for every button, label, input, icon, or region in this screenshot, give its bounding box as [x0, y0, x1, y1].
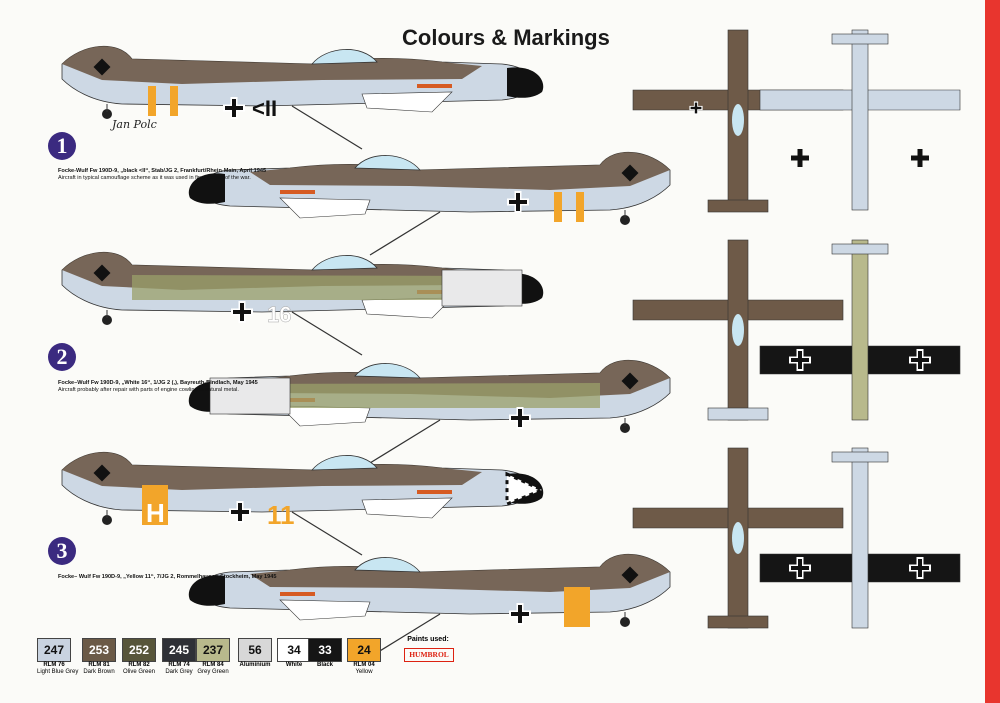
scheme-2-caption: Focke–Wulf Fw 190D-9, „White 16“, 1/JG 2…	[58, 380, 288, 394]
humbrol-logo: HUMBROL	[404, 648, 454, 662]
marking-H: H	[146, 498, 165, 528]
swatch-name: Olive Green	[122, 669, 155, 675]
scheme-number-2: 2	[48, 343, 76, 371]
scheme-3-heading: Focke– Wulf Fw 190D-9, „Yellow 11“, 7/JG…	[58, 574, 277, 580]
scheme-number-1: 1	[48, 132, 76, 160]
scheme-number-3: 3	[48, 537, 76, 565]
signature: Jan Polc	[112, 118, 157, 131]
swatch-chip: 33	[308, 638, 342, 662]
swatch-chip: 56	[238, 638, 272, 662]
swatch-chip: 253	[82, 638, 116, 662]
swatch-rlm: RLM 76	[43, 662, 65, 668]
swatch-chip: 252	[122, 638, 156, 662]
swatch-rlm: RLM 82	[128, 662, 150, 668]
swatch-rlm: RLM 74	[168, 662, 190, 668]
scheme-1-heading: Focke-Wulf Fw 190D-9, „black <II“, Stab/…	[58, 168, 267, 174]
swatch-chip: 245	[162, 638, 196, 662]
swatch-name: Dark Brown	[83, 669, 115, 675]
scheme-1-text: Aircraft in typical camouflage scheme as…	[58, 175, 251, 181]
swatch-rlm: RLM 81	[88, 662, 110, 668]
swatch-rlm: Aluminium	[239, 662, 271, 668]
swatch-chip: 247	[37, 638, 71, 662]
scheme-3-caption: Focke– Wulf Fw 190D-9, „Yellow 11“, 7/JG…	[58, 574, 288, 581]
swatch-name: Grey Green	[197, 669, 229, 675]
swatch-chip: 237	[196, 638, 230, 662]
paints-used-label: Paints used:	[407, 636, 449, 643]
swatch-chip: 34	[277, 638, 311, 662]
swatch-rlm: Black	[316, 662, 333, 668]
scheme-1-caption: Focke-Wulf Fw 190D-9, „black <II“, Stab/…	[58, 168, 288, 182]
sheet-title: Colours & Markings	[402, 25, 610, 50]
swatch-name: Yellow	[355, 669, 373, 675]
swatch-rlm: White	[285, 662, 303, 668]
swatch-name: Dark Grey	[165, 669, 193, 675]
swatch-name: Light Blue Grey	[37, 669, 79, 675]
swatch-rlm: RLM 04	[353, 662, 375, 668]
marking-white-16: 16	[267, 302, 291, 327]
scheme-2-heading: Focke–Wulf Fw 190D-9, „White 16“, 1/JG 2…	[58, 380, 258, 386]
scheme-2-text: Aircraft probably after repair with part…	[58, 387, 239, 393]
swatch-chip: 24	[347, 638, 381, 662]
swatch-rlm: RLM 84	[202, 662, 224, 668]
marking-yellow-11: 11	[267, 500, 295, 530]
marking-black-II: <II	[252, 96, 277, 121]
